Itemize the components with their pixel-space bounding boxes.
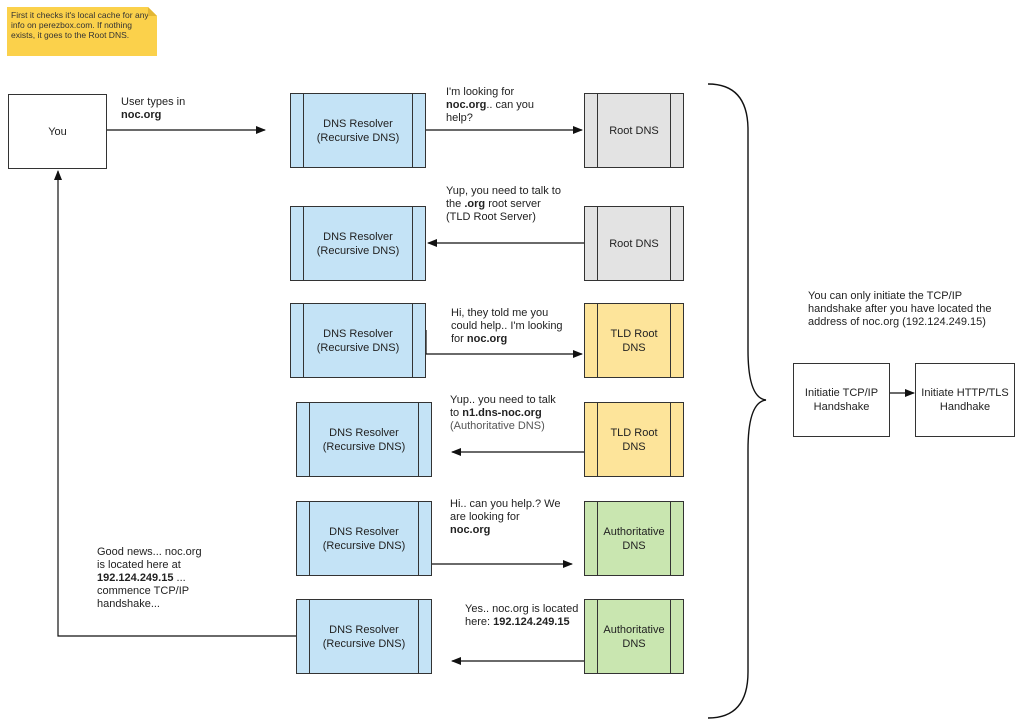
dns-resolver-4-label: DNS Resolver (Recursive DNS) xyxy=(322,426,406,453)
tld-root-dns-2: TLD Root DNS xyxy=(584,402,684,477)
dns-resolver-1: DNS Resolver (Recursive DNS) xyxy=(290,93,426,168)
you-box: You xyxy=(8,94,107,169)
tld-root-dns-1-label: TLD Root DNS xyxy=(610,327,658,354)
tld-root-dns-2-label: TLD Root DNS xyxy=(610,426,658,453)
authoritative-dns-1-label: Authoritative DNS xyxy=(603,525,665,552)
dns-resolver-1-label: DNS Resolver (Recursive DNS) xyxy=(316,117,400,144)
dns-resolver-6-label: DNS Resolver (Recursive DNS) xyxy=(322,623,406,650)
arrow-resolver-to-you xyxy=(54,170,296,637)
dns-resolver-2-label: DNS Resolver (Recursive DNS) xyxy=(316,230,400,257)
dns-resolver-4: DNS Resolver (Recursive DNS) xyxy=(296,402,432,477)
authoritative-dns-1: Authoritative DNS xyxy=(584,501,684,576)
dns-resolver-3: DNS Resolver (Recursive DNS) xyxy=(290,303,426,378)
sticky-note-fold xyxy=(148,7,157,16)
root-dns-2-label: Root DNS xyxy=(609,237,659,250)
sticky-note: First it checks it's local cache for any… xyxy=(7,7,157,56)
root-dns-1-label: Root DNS xyxy=(609,124,659,137)
http-tls-label: Initiate HTTP/TLS Handhake xyxy=(921,387,1009,413)
authoritative-dns-2-label: Authoritative DNS xyxy=(603,623,665,650)
brace xyxy=(707,83,767,719)
tld-root-dns-1: TLD Root DNS xyxy=(584,303,684,378)
dns-resolver-6: DNS Resolver (Recursive DNS) xyxy=(296,599,432,674)
root-dns-2: Root DNS xyxy=(584,206,684,281)
tcp-handshake-box: Initiatie TCP/IP Handshake xyxy=(793,363,890,437)
arrow-resolver-to-auth xyxy=(430,540,573,568)
http-tls-box: Initiate HTTP/TLS Handhake xyxy=(915,363,1015,437)
root-dns-1: Root DNS xyxy=(584,93,684,168)
arrow-resolver-to-tld xyxy=(425,330,583,358)
tcp-handshake-label: Initiatie TCP/IP Handshake xyxy=(804,387,879,413)
dns-resolver-5-label: DNS Resolver (Recursive DNS) xyxy=(322,525,406,552)
sticky-note-text: First it checks it's local cache for any… xyxy=(11,10,149,40)
dns-resolver-3-label: DNS Resolver (Recursive DNS) xyxy=(316,327,400,354)
you-label: You xyxy=(48,125,67,138)
dns-resolver-5: DNS Resolver (Recursive DNS) xyxy=(296,501,432,576)
authoritative-dns-2: Authoritative DNS xyxy=(584,599,684,674)
dns-resolver-2: DNS Resolver (Recursive DNS) xyxy=(290,206,426,281)
